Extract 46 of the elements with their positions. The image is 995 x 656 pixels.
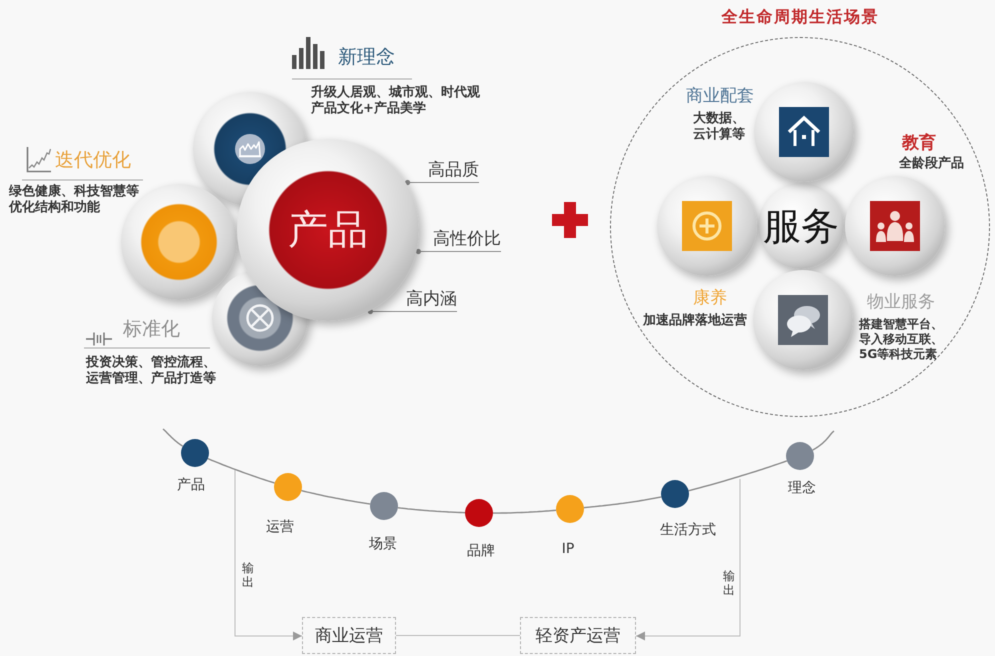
feature-description: 大数据、云计算等 <box>693 111 746 143</box>
dot-label: 运营 <box>266 519 294 536</box>
group-title: 全生命周期生活场景 <box>721 8 879 26</box>
dot-label: 品牌 <box>467 543 495 560</box>
curve-line <box>493 510 556 514</box>
feature-description: 全龄段产品 <box>899 157 964 172</box>
edge-label: 输出 <box>723 569 735 598</box>
feature-heading: 物业服务 <box>867 293 935 313</box>
hub-circle <box>758 183 844 269</box>
dot-label: IP <box>562 541 574 558</box>
curve-line <box>584 496 662 508</box>
connector-line <box>396 635 520 636</box>
feature-heading: 教育 <box>902 134 936 154</box>
curve-line <box>398 507 466 514</box>
curve-line <box>688 460 788 492</box>
feature-heading: 康养 <box>693 289 727 309</box>
edge-label: 输出 <box>242 561 254 590</box>
feature-description: 搭建智慧平台、导入移动互联、5G等科技元素 <box>859 317 944 362</box>
arrow <box>234 470 302 640</box>
dot-label: 生活方式 <box>660 522 716 538</box>
dot-label: 理念 <box>788 480 816 496</box>
curve-line <box>208 458 275 484</box>
hub-title: 服务 <box>763 207 839 245</box>
process-box: 商业运营 <box>302 617 396 654</box>
leader-line <box>405 180 480 186</box>
feature-description: 绿色健康、科技智慧等优化结构和功能 <box>9 184 140 216</box>
curve-line <box>812 430 834 451</box>
arrow <box>636 478 740 640</box>
curve-line <box>162 428 184 447</box>
leader-label: 高性价比 <box>433 230 501 250</box>
curve-line <box>301 490 370 505</box>
leader-line <box>368 308 458 314</box>
dot-label: 场景 <box>369 536 397 552</box>
feature-description: 加速品牌落地运营 <box>643 314 747 329</box>
feature-description: 升级人居观、城市观、时代观产品文化+产品美学 <box>311 85 481 117</box>
feature-heading: 迭代优化 <box>55 150 131 172</box>
leader-line <box>416 248 502 254</box>
process-box: 轻资产运营 <box>520 617 636 654</box>
leader-label: 高品质 <box>428 161 479 181</box>
dot-label: 产品 <box>177 477 205 494</box>
hub-title: 产品 <box>288 210 368 250</box>
feature-heading: 商业配套 <box>686 87 754 107</box>
feature-description: 投资决策、管控流程、运营管理、产品打造等 <box>86 355 217 387</box>
leader-label: 高内涵 <box>406 290 457 310</box>
feature-heading: 标准化 <box>123 319 180 341</box>
feature-heading: 新理念 <box>338 47 395 69</box>
